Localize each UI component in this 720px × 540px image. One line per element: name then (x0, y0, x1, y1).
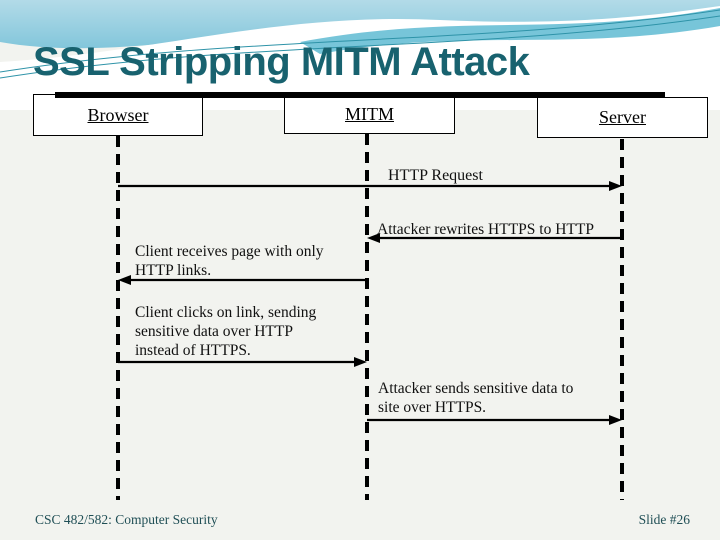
participant-box-mitm: MITM (284, 94, 455, 134)
slide-title: SSL Stripping MITM Attack (33, 40, 530, 84)
message-line: sensitive data over HTTP (135, 323, 293, 340)
message-label-http-request: HTTP Request (388, 166, 483, 185)
arrow-http-request (118, 181, 622, 191)
participant-box-server: Server (537, 97, 708, 138)
message-label-client-receives: Client receives page with only HTTP link… (135, 242, 345, 280)
message-line: Attacker sends sensitive data to (378, 380, 574, 397)
message-line: instead of HTTPS. (135, 342, 251, 359)
message-line: HTTP links. (135, 262, 212, 279)
message-label-attacker-rewrites: Attacker rewrites HTTPS to HTTP (377, 220, 594, 239)
arrow-client-clicks (118, 357, 367, 367)
participant-label-mitm: MITM (345, 103, 394, 124)
arrow-attacker-sends (367, 415, 622, 425)
arrow-client-receives (118, 275, 367, 285)
arrow-attacker-rewrites (367, 233, 622, 243)
message-label-client-clicks: Client clicks on link, sending sensitive… (135, 303, 335, 360)
participant-label-server: Server (599, 107, 646, 127)
footer-course-label: CSC 482/582: Computer Security (35, 512, 218, 527)
message-line: Client receives page with only (135, 243, 324, 260)
message-label-attacker-sends: Attacker sends sensitive data to site ov… (378, 379, 598, 417)
footer-slide-number: Slide #26 (638, 512, 690, 527)
message-line: site over HTTPS. (378, 399, 487, 416)
message-line: Client clicks on link, sending (135, 304, 317, 321)
participant-label-browser: Browser (87, 104, 149, 125)
message-line: HTTP Request (388, 167, 483, 184)
participant-box-browser: Browser (33, 94, 203, 136)
header-wave-decoration (0, 0, 720, 110)
header-connector-bar (55, 92, 665, 98)
message-line: Attacker rewrites HTTPS to HTTP (377, 221, 594, 238)
